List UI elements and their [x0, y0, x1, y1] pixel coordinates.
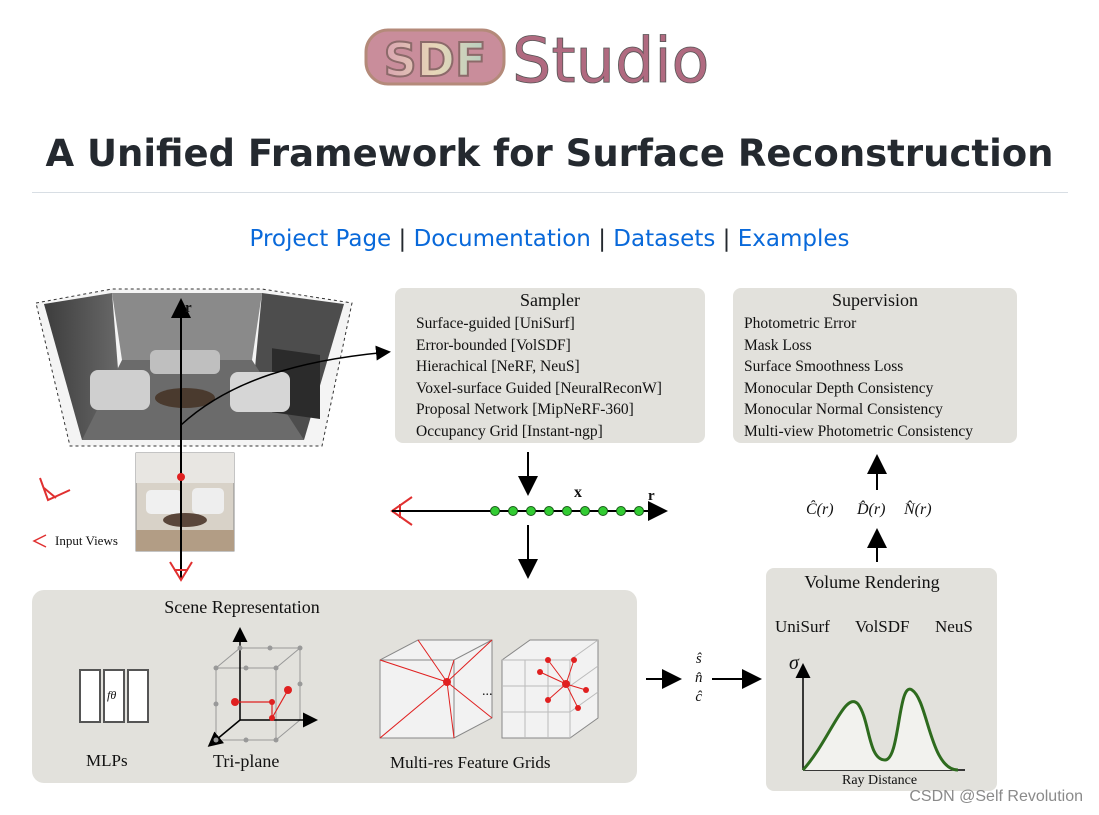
nav-separator: | [398, 226, 407, 252]
sampler-box [395, 288, 705, 443]
sampler-title: Sampler [520, 290, 580, 310]
scene-representation-box [32, 590, 637, 783]
ray-origin-point [177, 473, 185, 481]
supervision-list: Photometric Error Mask Loss Surface Smoo… [744, 313, 973, 442]
nav-separator: | [598, 226, 606, 252]
sample-point [616, 506, 626, 516]
sample-point [634, 506, 644, 516]
triplane-label: Tri-plane [213, 751, 280, 771]
sampler-item: Occupancy Grid [Instant-ngp] [416, 422, 603, 440]
ray-x-label: x [574, 484, 582, 501]
method-neus: NeuS [935, 617, 973, 636]
camera-icon [32, 534, 47, 548]
sampler-item: Voxel-surface Guided [NeuralReconW] [416, 379, 662, 397]
sampler-item: Error-bounded [VolSDF] [416, 336, 571, 354]
sdfstudio-logo: SDF Studio [362, 18, 742, 98]
link-documentation[interactable]: Documentation [413, 226, 591, 252]
link-project-page[interactable]: Project Page [249, 226, 392, 252]
density-curve [801, 687, 959, 772]
sample-point [544, 506, 554, 516]
logo-graphic: SDF Studio [364, 24, 710, 97]
output-normal: N̂(r) [904, 501, 932, 518]
feature-color: ĉ [695, 689, 703, 705]
sampler-list: Surface-guided [UniSurf] Error-bounded [… [416, 313, 662, 442]
nav-separator: | [722, 226, 731, 252]
multires-grids-label: Multi-res Feature Grids [390, 753, 551, 772]
mlp-symbol: fθ [107, 688, 117, 702]
sampler-item: Hierachical [NeRF, NeuS] [416, 358, 580, 375]
method-volsdf: VolSDF [855, 617, 910, 636]
sample-point [508, 506, 518, 516]
grids-ellipsis: ... [482, 684, 493, 699]
volume-rendering-title: Volume Rendering [804, 572, 940, 592]
input-views-label: Input Views [55, 533, 118, 548]
volume-rendering-box [766, 568, 997, 791]
room-scene-image [35, 288, 353, 447]
sample-point [526, 506, 536, 516]
feature-sdf: ŝ [695, 651, 702, 667]
supervision-item: Multi-view Photometric Consistency [744, 422, 974, 440]
coarse-grid-graphic [379, 639, 493, 739]
output-color: Ĉ(r) [806, 501, 834, 518]
sample-points [490, 506, 644, 516]
triplane-points [231, 686, 292, 721]
divider [32, 192, 1068, 193]
supervision-title: Supervision [831, 290, 918, 310]
scene-representation-title: Scene Representation [164, 597, 320, 617]
room-ray-label: r [185, 300, 192, 316]
sigma-label: σ [789, 652, 799, 674]
link-examples[interactable]: Examples [737, 226, 850, 252]
sample-point [562, 506, 572, 516]
sample-point [580, 506, 590, 516]
supervision-item: Surface Smoothness Loss [744, 358, 904, 375]
supervision-box [733, 288, 1017, 443]
link-datasets[interactable]: Datasets [613, 226, 716, 252]
triplane-grid-points [213, 645, 303, 743]
output-depth: D̂(r) [857, 501, 886, 518]
density-fill [803, 689, 958, 770]
scene-to-sampler-arrow [180, 345, 391, 426]
method-unisurf: UniSurf [775, 617, 830, 636]
feature-normal: n̂ [695, 670, 703, 686]
nav-links: Project Page | Documentation | Datasets … [0, 226, 1099, 252]
camera-icon [39, 477, 71, 502]
sample-point [598, 506, 608, 516]
sample-point [490, 506, 500, 516]
page-title: A Unified Framework for Surface Reconstr… [45, 132, 1054, 175]
mlps-label: MLPs [86, 751, 128, 770]
logo-sdf-text: SDF [384, 33, 487, 87]
feature-symbols: ŝ n̂ ĉ [695, 650, 703, 707]
sampler-item: Surface-guided [UniSurf] [416, 315, 575, 332]
ray-r-label: r [648, 488, 655, 504]
logo-studio-text: Studio [512, 24, 709, 97]
supervision-item: Monocular Depth Consistency [744, 379, 934, 397]
input-view-image [135, 452, 235, 552]
supervision-item: Monocular Normal Consistency [744, 401, 943, 418]
camera-icon [169, 561, 193, 582]
supervision-item: Mask Loss [744, 336, 812, 354]
ray-distance-label: Ray Distance [842, 773, 918, 788]
sampler-item: Proposal Network [MipNeRF-360] [416, 401, 634, 418]
watermark: CSDN @Self Revolution [909, 788, 1083, 805]
fine-grid-graphic [501, 639, 599, 739]
mlp-graphic [79, 669, 149, 723]
supervision-item: Photometric Error [744, 315, 857, 332]
